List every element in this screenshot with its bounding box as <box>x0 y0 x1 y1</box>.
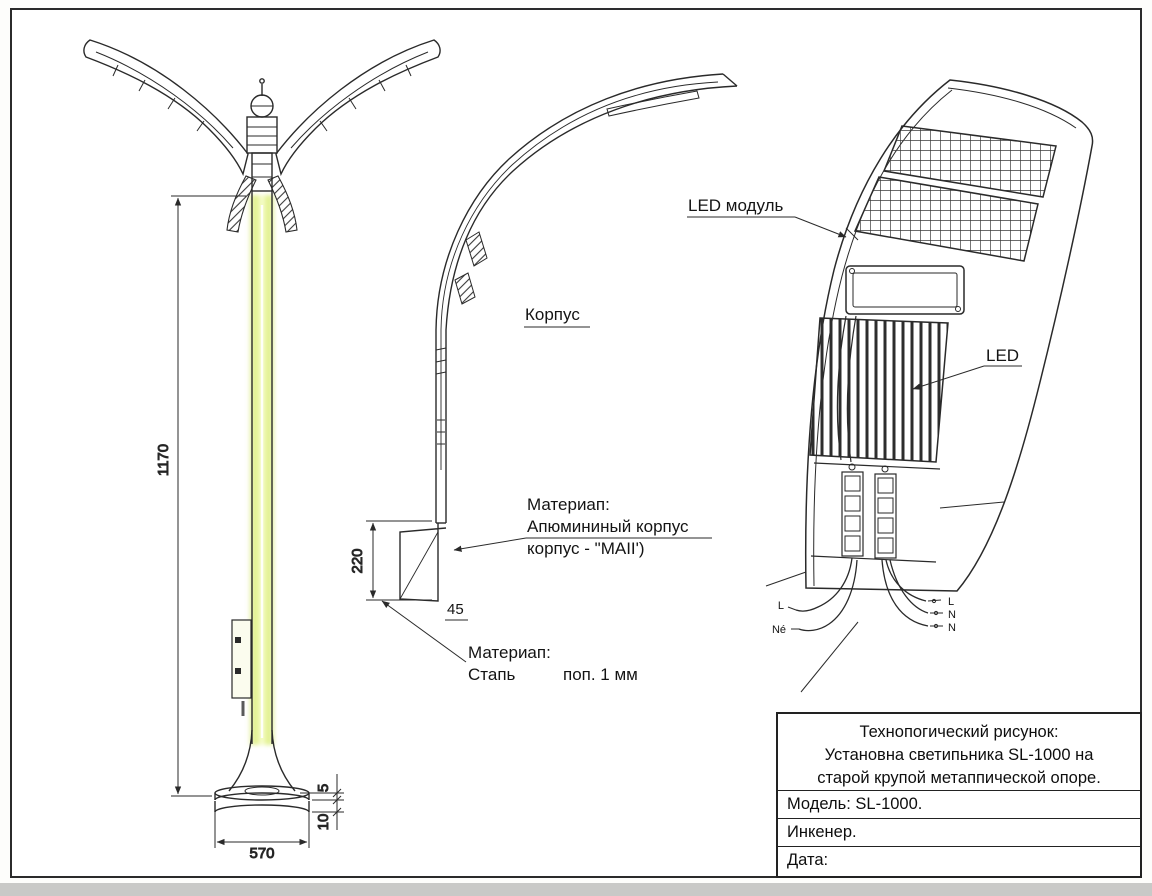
heatsink-ribs <box>809 317 949 463</box>
lamp-hub <box>246 78 278 192</box>
wire-label-right-n2: N <box>948 622 956 634</box>
pole <box>251 191 273 744</box>
wire-label-right-l: L <box>948 596 954 608</box>
callout-led-module: LED модуль <box>687 196 847 238</box>
dim-bottom-width: 45 <box>447 601 464 618</box>
engineer-text: Инкенер. <box>787 823 857 841</box>
label-korpus: Корпус <box>525 305 580 324</box>
led-panel-grid <box>845 125 1057 262</box>
dim-bracket-height: 220 <box>349 548 366 573</box>
dimension-570: 570 <box>214 806 310 863</box>
housing-back-view <box>765 79 1094 693</box>
driver-box <box>845 265 965 315</box>
wire-labels: L Né L N N <box>772 596 956 636</box>
dim-base-diameter: 570 <box>249 845 274 862</box>
mount-bracket <box>399 523 447 602</box>
wire-label-right-n1: N <box>948 609 956 621</box>
arm-neck-hatching <box>226 175 298 233</box>
title-block-engineer-row: Инкенер. <box>778 818 1140 846</box>
drawing-title-line1: Технопогический рисунок: <box>859 723 1059 741</box>
material-aluminum-line2: корпус - "МАII') <box>527 539 645 558</box>
material-steel-spec: поп. 1 мм <box>563 665 638 684</box>
lamp-arm-right <box>275 39 441 175</box>
pole-access-door <box>231 619 252 716</box>
dimension-1170: 1170 <box>155 195 246 797</box>
callout-led: LED <box>912 346 1022 390</box>
material-steel-name: Стапь <box>468 665 516 684</box>
lamp-arm-left <box>83 39 249 175</box>
dim-plate-top: 5 <box>315 784 332 792</box>
scan-edge-strip <box>0 883 1152 896</box>
drawing-title-line2: Установна светипьника SL-1000 на <box>824 746 1094 764</box>
street-lamp-front-view <box>83 39 441 813</box>
material-steel-title: Материап: <box>468 643 551 662</box>
dim-pole-height: 1170 <box>155 444 172 476</box>
title-block: Технопогический рисунок: Установна свети… <box>776 712 1142 878</box>
title-block-date-row: Дата: <box>778 846 1140 874</box>
internal-wire-2 <box>846 315 857 463</box>
wire-label-left-n: Né <box>772 624 786 636</box>
label-led-module: LED модуль <box>688 196 784 215</box>
leader-lines-unlabeled <box>765 501 1005 693</box>
terminal-blocks <box>810 462 941 563</box>
housing-section-view <box>399 73 738 602</box>
label-led: LED <box>986 346 1019 365</box>
material-aluminum-title: Материап: <box>527 495 610 514</box>
title-block-model-row: Модель: SL-1000. <box>778 790 1140 818</box>
material-aluminum-line1: Апюмининый корпус <box>527 517 689 536</box>
callout-material-steel: Материап: Стапь поп. 1 мм <box>381 600 638 684</box>
date-text: Дата: <box>787 851 829 869</box>
internal-wire-1 <box>836 315 847 461</box>
dimension-220: 220 <box>349 520 432 601</box>
supply-wires <box>787 557 943 632</box>
title-block-drawing-title: Технопогический рисунок: Установна свети… <box>778 714 1140 790</box>
model-text: Модель: SL-1000. <box>787 795 923 813</box>
dim-plate-bottom: 10 <box>315 814 332 831</box>
dimension-base-plate: 5 10 <box>300 774 344 831</box>
drawing-title-line3: старой крупой метаппической опоре. <box>817 769 1101 787</box>
wire-label-left-l: L <box>778 600 784 612</box>
callout-material-aluminum: Материап: Апюмининый корпус корпус - "МА… <box>453 495 712 558</box>
